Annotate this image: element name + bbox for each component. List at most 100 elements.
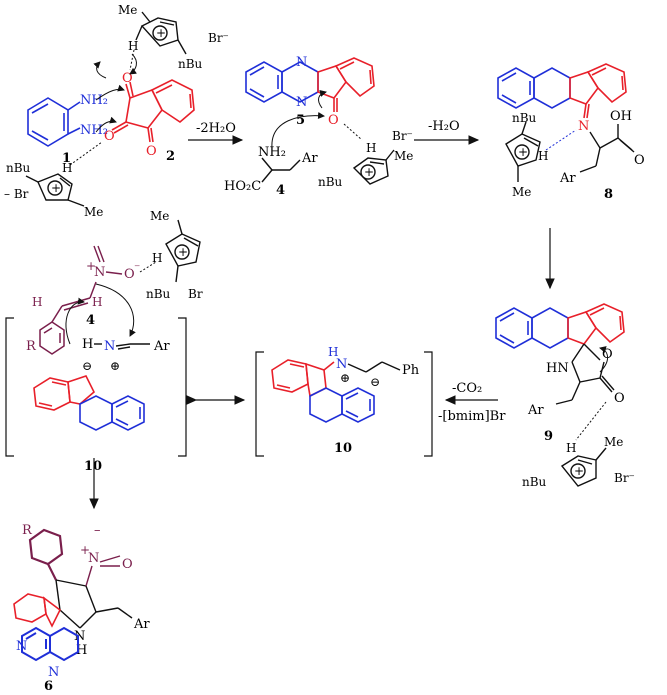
curved-arrow-ylide-a bbox=[65, 297, 85, 345]
compound-5-indenone bbox=[317, 57, 375, 112]
bmim-top-plus: + bbox=[156, 26, 166, 40]
step1-label: -2H₂O bbox=[196, 121, 236, 136]
product6-quinoxaline bbox=[21, 626, 79, 662]
ylide-left-quinoxaline bbox=[79, 395, 145, 431]
aa4-ho2c: HO₂C bbox=[224, 179, 261, 194]
bmim-top-h: H bbox=[128, 39, 138, 53]
p6-nitro-n: N bbox=[88, 551, 99, 566]
yl-r: R bbox=[26, 339, 37, 354]
yl-plus: ⊕ bbox=[110, 359, 120, 373]
c5-o: O bbox=[328, 113, 339, 128]
hbond-top bbox=[129, 49, 135, 71]
c9-hn: HN bbox=[546, 361, 569, 376]
nitro-n: N bbox=[94, 265, 105, 280]
ylide-left-chain bbox=[94, 343, 150, 350]
c8-n: N bbox=[578, 119, 589, 134]
bmim-8 bbox=[505, 121, 541, 182]
hbond-nitro bbox=[139, 261, 157, 273]
bmim9-br: Br⁻ bbox=[614, 471, 635, 485]
yr-n: N bbox=[336, 357, 347, 372]
curved-arrow-5b bbox=[318, 90, 327, 109]
bmim-left-me: Me bbox=[84, 205, 103, 219]
ylide-right-quinoxaline bbox=[309, 387, 375, 423]
compound-8-indene bbox=[569, 63, 627, 119]
product6-indene bbox=[13, 593, 62, 628]
bmim-9 bbox=[560, 447, 607, 487]
c5-n-top: N bbox=[296, 55, 307, 70]
yr-minus: ⊖ bbox=[370, 375, 380, 389]
bmim9-me: Me bbox=[604, 435, 623, 449]
bmim8-plus: + bbox=[518, 145, 528, 159]
p6-n-top: N bbox=[16, 639, 27, 654]
bmim8-nbu: nBu bbox=[512, 111, 537, 125]
bmim-top bbox=[135, 11, 187, 55]
label-8: 8 bbox=[604, 187, 613, 202]
bmim-ylide-br: Br bbox=[188, 287, 203, 301]
bmim-left-h: H bbox=[62, 161, 72, 175]
compound-9-indene bbox=[567, 303, 625, 345]
curved-arrows-step1 bbox=[93, 53, 137, 133]
bmim-ylide bbox=[165, 219, 201, 283]
p6-n-bottom: N bbox=[48, 665, 59, 680]
p6-nh: N bbox=[74, 629, 85, 644]
o-mid: O bbox=[104, 129, 115, 144]
curved-arrow-9 bbox=[599, 346, 608, 373]
amino-acid-4 bbox=[261, 157, 301, 183]
bmim5-plus: + bbox=[364, 165, 374, 179]
c9-ar: Ar bbox=[527, 403, 544, 418]
yl-h: H bbox=[82, 337, 93, 352]
bmim5-me: Me bbox=[394, 149, 413, 163]
compound-1-diamine bbox=[27, 97, 81, 147]
ylide-right-indene bbox=[271, 359, 335, 398]
c8-chain bbox=[579, 124, 635, 173]
yl-h-left: H bbox=[32, 295, 42, 309]
nitro-bonds bbox=[93, 245, 123, 275]
compound-8-quinoxaline bbox=[497, 67, 571, 109]
yl-minus: ⊖ bbox=[82, 359, 92, 373]
step3-il: -[bmim]Br bbox=[438, 409, 506, 424]
bmim-left bbox=[25, 173, 85, 207]
ylide-left-indene bbox=[33, 375, 95, 411]
bmim-top-nbu: nBu bbox=[178, 57, 203, 71]
p6-nitro-o: O bbox=[122, 557, 133, 572]
label-2: 2 bbox=[166, 149, 175, 164]
hbond-left bbox=[69, 141, 103, 166]
hbond-8 bbox=[545, 129, 577, 151]
bmim-top-me: Me bbox=[118, 3, 137, 17]
yr-h: H bbox=[328, 345, 338, 359]
ylide-right-chain bbox=[347, 361, 401, 373]
c9-o-carbonyl: O bbox=[614, 391, 625, 406]
bmim-left-nbu: nBu bbox=[6, 161, 31, 175]
bmim5-br: Br⁻ bbox=[392, 129, 413, 143]
yr-ph: Ph bbox=[402, 363, 420, 378]
c8-o: O bbox=[634, 153, 645, 168]
label-6: 6 bbox=[44, 679, 53, 694]
c5-n-bottom: N bbox=[296, 95, 307, 110]
nitro-o-minus: ⁻ bbox=[134, 261, 140, 275]
p6-nitro-minus: – bbox=[94, 523, 101, 538]
bmim-left-plus: + bbox=[51, 181, 61, 195]
bmim8-h: H bbox=[538, 149, 548, 163]
curved-arrow-ylide-b bbox=[95, 283, 136, 337]
p6-r: R bbox=[22, 523, 33, 538]
bmim-ylide-plus: + bbox=[178, 245, 188, 259]
hbond-9 bbox=[575, 401, 607, 441]
label-9: 9 bbox=[544, 429, 553, 444]
bmim5-nbu: nBu bbox=[318, 175, 343, 189]
label-5: 5 bbox=[296, 113, 305, 128]
product6-pyrrolidine bbox=[55, 579, 133, 629]
yl-label: 10 bbox=[84, 459, 102, 474]
bmim-5 bbox=[352, 149, 395, 185]
product6-aryl bbox=[28, 528, 64, 581]
bmim-left-br: – Br bbox=[4, 187, 29, 201]
bmim-ylide-nbu: nBu bbox=[146, 287, 171, 301]
o-top: O bbox=[122, 71, 133, 86]
aa4-ar: Ar bbox=[301, 151, 318, 166]
yl-ar: Ar bbox=[153, 339, 170, 354]
product6-nitro bbox=[85, 555, 121, 587]
p6-ar: Ar bbox=[133, 617, 150, 632]
bmim9-plus: + bbox=[574, 464, 584, 478]
bmim-ylide-h: H bbox=[152, 251, 162, 265]
p6-nh-h: H bbox=[76, 643, 87, 658]
step3-co2: -CO₂ bbox=[452, 381, 482, 396]
